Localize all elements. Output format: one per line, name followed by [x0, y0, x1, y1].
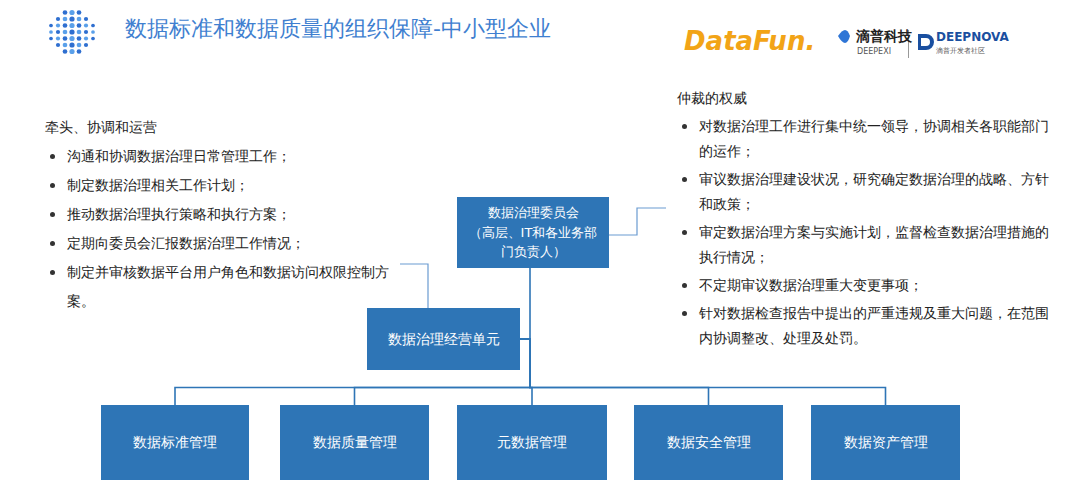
- bullet-item: 审定数据治理方案与实施计划，监督检查数据治理措施的执行情况；: [677, 220, 1057, 270]
- bullet-item: 审议数据治理建设状况，研究确定数据治理的战略、方针和政策；: [677, 167, 1057, 217]
- leader-line: [608, 208, 666, 235]
- sphere-dot: [77, 23, 82, 28]
- bullet-item: 定期向委员会汇报数据治理工作情况；: [45, 229, 407, 258]
- sphere-dot: [69, 10, 74, 15]
- sphere-dot: [69, 49, 74, 54]
- node-text: （高层、IT和各业务部门负责人）: [465, 223, 601, 262]
- node-text: 元数据管理: [497, 432, 567, 453]
- sphere-dot: [84, 30, 88, 34]
- leader-line: [400, 264, 428, 308]
- sphere-dot: [77, 30, 82, 35]
- sphere-dot: [77, 36, 82, 41]
- callout-block: 仲裁的权威对数据治理工作进行集中统一领导，协调相关各职能部门的运作；审议数据治理…: [677, 86, 1057, 354]
- sphere-dot: [84, 17, 88, 21]
- sphere-dot: [63, 23, 68, 28]
- bullet-item: 针对数据检查报告中提出的严重违规及重大问题，在范围内协调整改、处理及处罚。: [677, 301, 1057, 351]
- sphere-dot: [77, 43, 82, 48]
- sphere-dot: [56, 23, 60, 27]
- sphere-dot: [63, 10, 68, 15]
- unit-box: 数据治理经营单元: [367, 308, 520, 370]
- bullet-dot: [682, 311, 687, 316]
- callout-heading: 牵头、协调和运营: [45, 113, 407, 142]
- sphere-dot: [69, 42, 74, 47]
- bullet-item: 沟通和协调数据治理日常管理工作；: [45, 142, 407, 171]
- callout-block: 牵头、协调和运营沟通和协调数据治理日常管理工作；制定数据治理相关工作计划；推动数…: [45, 113, 407, 316]
- sphere-dot: [69, 23, 74, 28]
- sphere-icon: [49, 10, 95, 54]
- connector-line: [520, 339, 886, 405]
- function-box: 元数据管理: [457, 405, 607, 480]
- sphere-dot: [77, 49, 82, 54]
- node-text: 数据安全管理: [667, 432, 751, 453]
- bullet-dot: [50, 241, 55, 246]
- sphere-dot: [84, 36, 88, 40]
- node-text: 数据资产管理: [844, 432, 928, 453]
- sphere-dot: [56, 30, 60, 34]
- sphere-dot: [49, 24, 53, 28]
- sphere-dot: [77, 10, 82, 15]
- sphere-dot: [56, 43, 60, 47]
- node-text: 数据治理经营单元: [388, 329, 500, 350]
- sphere-dot: [91, 37, 95, 41]
- sphere-dot: [69, 29, 74, 34]
- function-box: 数据资产管理: [811, 405, 960, 480]
- node-text: 数据标准管理: [133, 432, 217, 453]
- logo-text: 滴普科技: [856, 28, 912, 46]
- bullet-dot: [682, 177, 687, 182]
- node-text: 数据治理委员会: [488, 203, 579, 223]
- sphere-dot: [91, 24, 95, 28]
- sphere-dot: [63, 49, 68, 54]
- sphere-dot: [63, 30, 68, 35]
- bullet-item: 制定并审核数据平台用户角色和数据访问权限控制方案。: [45, 258, 407, 316]
- sphere-dot: [69, 16, 74, 21]
- logo-text: DEEPEXI: [857, 47, 891, 56]
- bullet-item: 对数据治理工作进行集中统一领导，协调相关各职能部门的运作；: [677, 114, 1057, 164]
- function-box: 数据安全管理: [634, 405, 783, 480]
- sphere-dot: [63, 36, 68, 41]
- sphere-dot: [84, 23, 88, 27]
- page-title: 数据标准和数据质量的组织保障-中小型企业: [125, 14, 551, 44]
- bullet-dot: [682, 230, 687, 235]
- logo-mark: [918, 34, 934, 50]
- sphere-dot: [49, 30, 53, 34]
- sphere-dot: [84, 43, 88, 47]
- bullet-dot: [50, 270, 55, 275]
- bullet-dot: [50, 212, 55, 217]
- connector-line: [520, 268, 530, 339]
- committee-box: 数据治理委员会（高层、IT和各业务部门负责人）: [457, 197, 609, 268]
- bullet-dot: [682, 124, 687, 129]
- bullet-item: 不定期审议数据治理重大变更事项；: [677, 273, 1057, 298]
- logo-text: 滴普开发者社区: [936, 46, 985, 56]
- sphere-dot: [63, 17, 68, 22]
- bullet-item: 推动数据治理执行策略和执行方案；: [45, 200, 407, 229]
- node-text: 数据质量管理: [313, 432, 397, 453]
- sphere-dot: [56, 36, 60, 40]
- logo-text: DataFun.: [684, 26, 815, 56]
- bullet-dot: [50, 154, 55, 159]
- sphere-dot: [49, 37, 53, 41]
- logo-mark: [838, 30, 850, 43]
- connector-line: [520, 339, 709, 405]
- bullet-dot: [50, 183, 55, 188]
- bullet-item: 制定数据治理相关工作计划；: [45, 171, 407, 200]
- function-box: 数据标准管理: [101, 405, 249, 480]
- logo-text: DEEPNOVA: [936, 30, 1009, 44]
- bullet-dot: [682, 283, 687, 288]
- sphere-dot: [69, 36, 74, 41]
- sphere-dot: [77, 17, 82, 22]
- sphere-dot: [63, 43, 68, 48]
- function-box: 数据质量管理: [280, 405, 429, 480]
- sphere-dot: [56, 17, 60, 21]
- sphere-dot: [91, 30, 95, 34]
- callout-heading: 仲裁的权威: [677, 86, 1057, 111]
